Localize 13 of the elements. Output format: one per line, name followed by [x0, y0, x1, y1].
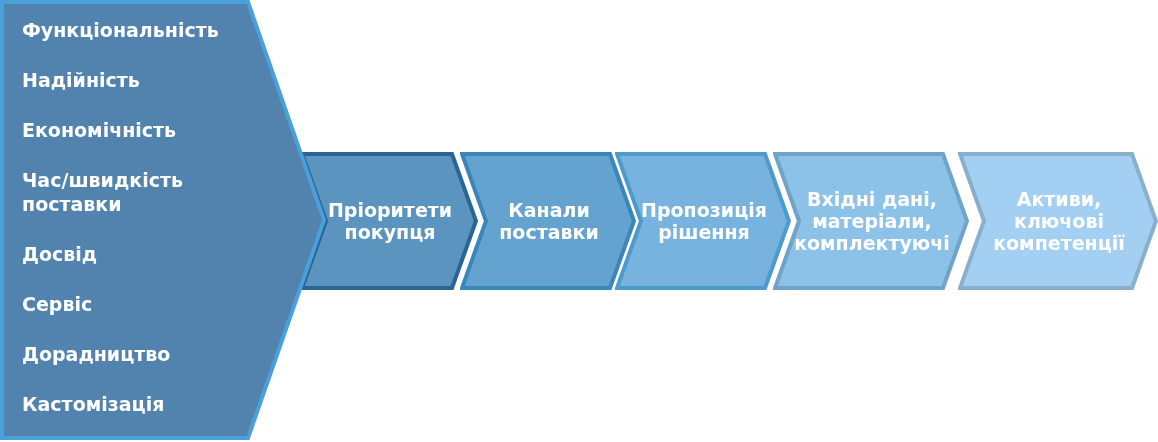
step-label: Вхідні дані, матеріали, комплектуючі [794, 188, 950, 254]
list-item-text: Дорадництво [22, 342, 172, 366]
list-item-text: Кастомізація [22, 392, 166, 416]
list-item-text: Надійність [22, 68, 141, 92]
step-label: Пропозиція рішення [641, 199, 767, 243]
step-label: Активи, ключові компетенції [992, 188, 1126, 254]
step-label: Канали поставки [498, 199, 600, 243]
list-item-text: Функціональність [22, 18, 220, 42]
list-item-text: Час/швидкість поставки [22, 168, 184, 216]
list-item-text: Економічність [22, 118, 178, 142]
list-item-text: Сервіс [22, 292, 94, 316]
list-item-text: Досвід [22, 242, 99, 266]
step-label: Пріоритети покупця [327, 199, 453, 243]
